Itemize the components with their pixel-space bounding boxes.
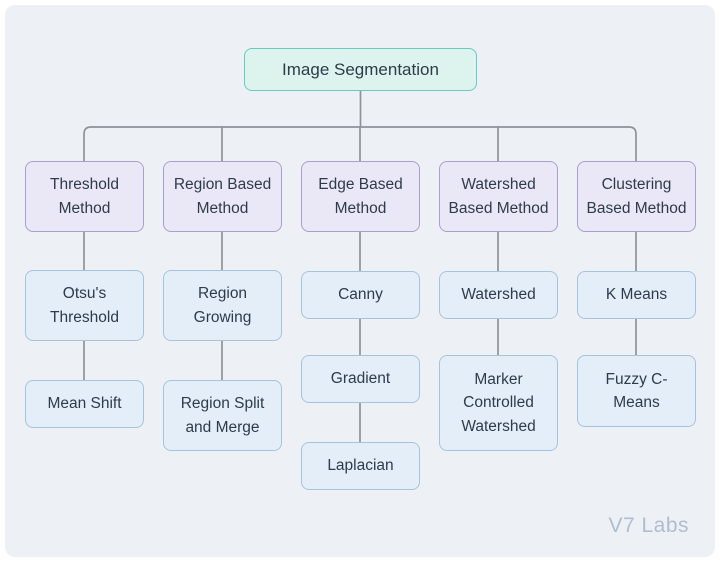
node-label: Region Split and Merge — [180, 395, 265, 436]
node-label: Region Based Method — [173, 176, 272, 217]
node-watershed: Watershed — [439, 271, 558, 319]
node-label: Watershed Based Method — [448, 176, 549, 217]
node-label: Threshold Method — [50, 176, 119, 217]
node-k-means: K Means — [577, 271, 696, 319]
node-otsus-threshold: Otsu's Threshold — [25, 270, 144, 341]
node-edge-based-method: Edge Based Method — [301, 161, 420, 232]
node-label: Canny — [338, 286, 383, 304]
node-marker-controlled-watershed: Marker Controlled Watershed — [439, 355, 558, 451]
node-laplacian: Laplacian — [301, 442, 420, 490]
node-canny: Canny — [301, 271, 420, 319]
node-region-growing: Region Growing — [163, 270, 282, 341]
node-label: Watershed — [461, 286, 536, 304]
node-image-segmentation: Image Segmentation — [244, 48, 477, 91]
node-gradient: Gradient — [301, 355, 420, 403]
node-region-based-method: Region Based Method — [163, 161, 282, 232]
node-label: Otsu's Threshold — [50, 285, 119, 326]
node-label: Gradient — [330, 370, 391, 388]
node-fuzzy-c-means: Fuzzy C-Means — [577, 355, 696, 427]
node-label: K Means — [605, 286, 668, 304]
watermark-v7-labs: V7 Labs — [608, 514, 689, 537]
node-label: Fuzzy C-Means — [605, 370, 668, 411]
node-clustering-based-method: Clustering Based Method — [577, 161, 696, 232]
node-label: Image Segmentation — [282, 59, 439, 79]
node-watershed-based-method: Watershed Based Method — [439, 161, 558, 232]
node-mean-shift: Mean Shift — [25, 380, 144, 428]
node-label: Marker Controlled Watershed — [461, 371, 536, 435]
node-label: Edge Based Method — [318, 176, 403, 217]
node-label: Laplacian — [327, 457, 394, 475]
node-threshold-method: Threshold Method — [25, 161, 144, 232]
node-region-split-and-merge: Region Split and Merge — [163, 380, 282, 451]
node-label: Region Growing — [193, 285, 252, 326]
node-label: Mean Shift — [47, 395, 122, 413]
node-label: Clustering Based Method — [586, 176, 687, 217]
